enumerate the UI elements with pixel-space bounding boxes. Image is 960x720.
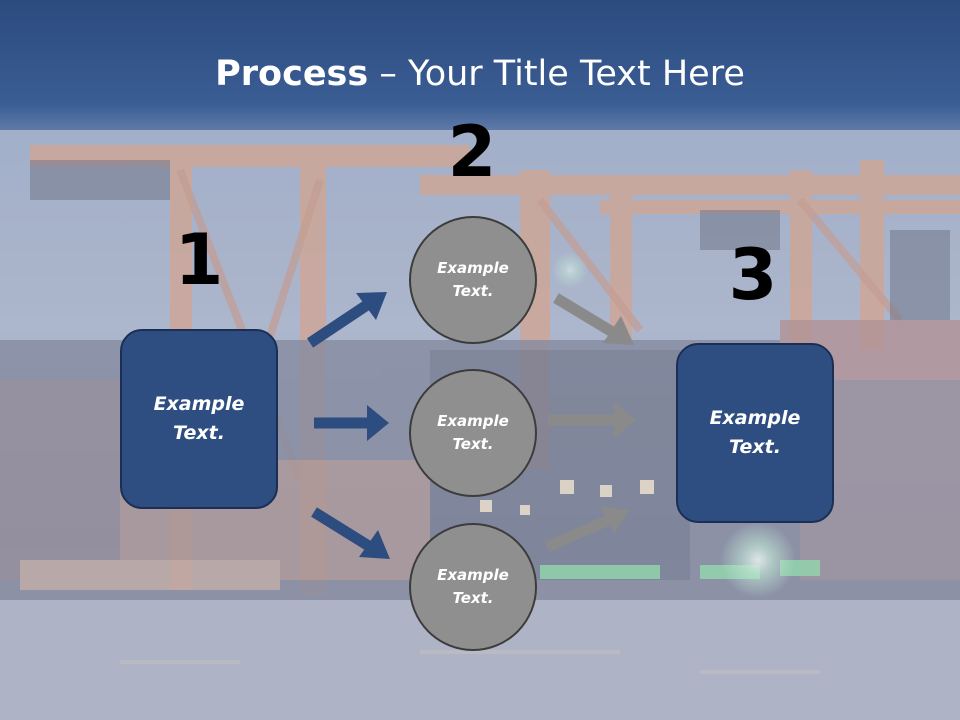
circle-middle: Example Text. xyxy=(409,369,537,497)
title-bar xyxy=(0,0,960,130)
arrow-1-to-middle xyxy=(314,405,389,441)
step-3-label: Example Text. xyxy=(709,407,801,458)
arrow-1-to-top xyxy=(306,292,387,348)
circle-middle-label: Example Text. xyxy=(437,412,509,453)
circle-top: Example Text. xyxy=(409,216,537,344)
circle-top-label: Example Text. xyxy=(437,259,509,300)
step-number-3: 3 xyxy=(728,234,778,316)
circle-bottom-label: Example Text. xyxy=(437,566,509,607)
circle-bottom: Example Text. xyxy=(409,523,537,651)
arrow-middle-to-3 xyxy=(548,402,636,438)
step-3-box: Example Text. xyxy=(676,343,834,523)
slide-title: Process – Your Title Text Here xyxy=(0,52,960,96)
arrow-1-to-bottom xyxy=(311,507,390,559)
arrow-top-to-3 xyxy=(553,293,634,345)
step-1-label: Example Text. xyxy=(153,393,245,444)
arrow-bottom-to-3 xyxy=(544,506,630,553)
title-bold: Process xyxy=(215,54,369,94)
step-1-box: Example Text. xyxy=(120,329,278,509)
step-number-2: 2 xyxy=(447,111,497,193)
step-number-1: 1 xyxy=(174,219,224,301)
title-rest: – Your Title Text Here xyxy=(368,54,745,94)
